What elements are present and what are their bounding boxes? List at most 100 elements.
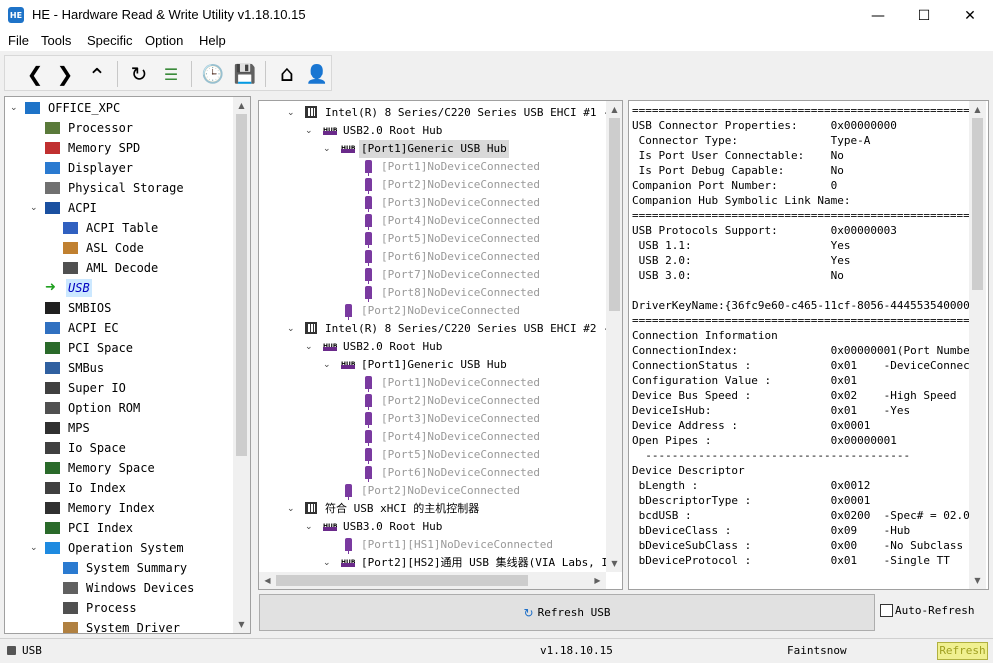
expand-chevron-icon[interactable]: ⌄ — [305, 522, 313, 532]
usb-tree-item[interactable]: [Port4]NoDeviceConnected — [259, 212, 606, 230]
tree-item-memory-space[interactable]: Memory Space — [5, 459, 233, 477]
menu-file[interactable]: File — [8, 33, 29, 48]
tree-item-operation-system[interactable]: ⌄Operation System — [5, 539, 233, 557]
user-icon[interactable]: 👤 — [305, 63, 329, 85]
tree-item-system-driver[interactable]: System Driver — [5, 619, 233, 634]
tree-item-super-io[interactable]: Super IO — [5, 379, 233, 397]
expand-chevron-icon[interactable]: ⌄ — [323, 144, 331, 154]
scroll-thumb[interactable] — [609, 118, 620, 311]
usb-tree-item[interactable]: ⌄符合 USB xHCI 的主机控制器 — [259, 500, 606, 518]
detail-scrollbar[interactable]: ▲ ▼ — [969, 101, 986, 589]
expand-chevron-icon[interactable]: ⌄ — [323, 360, 331, 370]
usb-tree-item[interactable]: [Port5]NoDeviceConnected — [259, 446, 606, 464]
tree-item-io-space[interactable]: Io Space — [5, 439, 233, 457]
tree-item-usb[interactable]: ➜USB — [5, 279, 233, 297]
tree-item-asl-code[interactable]: ASL Code — [5, 239, 233, 257]
scroll-thumb[interactable] — [972, 118, 983, 290]
usb-tree-item[interactable]: [Port6]NoDeviceConnected — [259, 464, 606, 482]
refresh-usb-label: Refresh USB — [537, 606, 611, 619]
tree-item-label: Displayer — [68, 161, 134, 175]
usb-port-icon — [365, 214, 372, 230]
expand-chevron-icon[interactable]: ⌄ — [287, 108, 295, 118]
usb-tree-item[interactable]: [Port2]NoDeviceConnected — [259, 176, 606, 194]
usb-tree-item[interactable]: [Port1][HS1]NoDeviceConnected — [259, 536, 606, 554]
tree-item-option-rom[interactable]: Option ROM — [5, 399, 233, 417]
usb-tree-item[interactable]: [Port2]NoDeviceConnected — [259, 392, 606, 410]
usb-tree-item[interactable]: ⌄USB2.0 Root Hub — [259, 122, 606, 140]
usb-tree-item[interactable]: [Port7]NoDeviceConnected — [259, 266, 606, 284]
usb-tree-vscrollbar[interactable]: ▲ ▼ — [606, 101, 622, 572]
usb-tree-item[interactable]: [Port3]NoDeviceConnected — [259, 410, 606, 428]
tree-item-processor[interactable]: Processor — [5, 119, 233, 137]
usb-tree-item[interactable]: [Port2]NoDeviceConnected — [259, 302, 606, 320]
expand-chevron-icon[interactable]: ⌄ — [287, 324, 295, 334]
tree-item-system-summary[interactable]: System Summary — [5, 559, 233, 577]
usb-tree-item[interactable]: ⌄USB2.0 Root Hub — [259, 338, 606, 356]
clock-icon[interactable]: 🕒 — [201, 63, 225, 85]
tree-item-memory-index[interactable]: Memory Index — [5, 499, 233, 517]
minimize-button[interactable]: — — [871, 7, 885, 24]
tree-item-io-index[interactable]: Io Index — [5, 479, 233, 497]
tree-item-windows-devices[interactable]: Windows Devices — [5, 579, 233, 597]
save-icon[interactable]: 💾 — [233, 63, 257, 85]
usb-tree-item[interactable]: [Port8]NoDeviceConnected — [259, 284, 606, 302]
usb-tree-item[interactable]: [Port5]NoDeviceConnected — [259, 230, 606, 248]
expand-chevron-icon[interactable]: ⌄ — [30, 203, 38, 213]
usb-tree-item[interactable]: [Port2]NoDeviceConnected — [259, 482, 606, 500]
expand-chevron-icon[interactable]: ⌄ — [287, 504, 295, 514]
tree-item-acpi[interactable]: ⌄ACPI — [5, 199, 233, 217]
scroll-thumb[interactable] — [276, 575, 528, 586]
tree-item-process[interactable]: Process — [5, 599, 233, 617]
usb-tree-item[interactable]: [Port4]NoDeviceConnected — [259, 428, 606, 446]
menu-tools[interactable]: Tools — [41, 33, 72, 48]
list-icon[interactable]: ☰ — [163, 64, 179, 84]
left-tree-scrollbar[interactable]: ▲ ▼ — [233, 97, 250, 633]
tree-item-physical-storage[interactable]: Physical Storage — [5, 179, 233, 197]
expand-chevron-icon[interactable]: ⌄ — [305, 126, 313, 136]
tree-item-pci-space[interactable]: PCI Space — [5, 339, 233, 357]
close-button[interactable]: ✕ — [964, 7, 976, 24]
expand-chevron-icon[interactable]: ⌄ — [10, 103, 18, 113]
usb-tree-item[interactable]: ⌄[Port1]Generic USB Hub — [259, 140, 606, 158]
usb-tree-label: [Port5]NoDeviceConnected — [381, 232, 540, 245]
tree-item-memory-spd[interactable]: Memory SPD — [5, 139, 233, 157]
usb-tree-item[interactable]: [Port6]NoDeviceConnected — [259, 248, 606, 266]
menu-option[interactable]: Option — [145, 33, 184, 48]
tree-item-pci-index[interactable]: PCI Index — [5, 519, 233, 537]
tree-item-office-xpc[interactable]: ⌄OFFICE_XPC — [5, 99, 233, 117]
usb-tree-hscrollbar[interactable]: ◀ ▶ — [259, 572, 606, 589]
maximize-button[interactable]: ☐ — [917, 7, 931, 24]
scroll-thumb[interactable] — [236, 114, 247, 456]
usb-tree-item[interactable]: ⌄[Port1]Generic USB Hub — [259, 356, 606, 374]
usb-tree-item[interactable]: [Port1]NoDeviceConnected — [259, 158, 606, 176]
up-icon[interactable]: ⌃ — [87, 64, 107, 90]
usb-port-icon — [365, 232, 372, 248]
expand-chevron-icon[interactable]: ⌄ — [323, 558, 331, 568]
tree-item-acpi-table[interactable]: ACPI Table — [5, 219, 233, 237]
auto-refresh-checkbox[interactable] — [880, 604, 893, 617]
usb-tree-item[interactable]: ⌄Intel(R) 8 Series/C220 Series USB EHCI … — [259, 320, 606, 338]
usb-tree-item[interactable]: ⌄Intel(R) 8 Series/C220 Series USB EHCI … — [259, 104, 606, 122]
forward-icon[interactable]: ❯ — [56, 62, 74, 86]
expand-chevron-icon[interactable]: ⌄ — [30, 543, 38, 553]
back-icon[interactable]: ❮ — [26, 62, 44, 86]
tree-item-mps[interactable]: MPS — [5, 419, 233, 437]
home-icon[interactable]: ⌂ — [280, 61, 294, 87]
tree-item-label: System Driver — [86, 621, 180, 634]
refresh-icon[interactable]: ↻ — [130, 62, 148, 86]
refresh-usb-button[interactable]: ↻ Refresh USB — [259, 594, 875, 631]
usb-tree-item[interactable]: ⌄USB3.0 Root Hub — [259, 518, 606, 536]
usb-tree-item[interactable]: ⌄[Port2][HS2]通用 USB 集线器(VIA Labs, Inc.) — [259, 554, 606, 572]
expand-chevron-icon[interactable]: ⌄ — [305, 342, 313, 352]
status-refresh-button[interactable]: Refresh — [937, 642, 988, 660]
usb-tree-item[interactable]: [Port1]NoDeviceConnected — [259, 374, 606, 392]
usb-controller-icon — [305, 106, 317, 118]
tree-item-acpi-ec[interactable]: ACPI EC — [5, 319, 233, 337]
usb-tree-item[interactable]: [Port3]NoDeviceConnected — [259, 194, 606, 212]
tree-item-displayer[interactable]: Displayer — [5, 159, 233, 177]
tree-item-smbios[interactable]: SMBIOS — [5, 299, 233, 317]
menu-help[interactable]: Help — [199, 33, 226, 48]
menu-specific[interactable]: Specific — [87, 33, 133, 48]
tree-item-smbus[interactable]: SMBus — [5, 359, 233, 377]
tree-item-aml-decode[interactable]: AML Decode — [5, 259, 233, 277]
